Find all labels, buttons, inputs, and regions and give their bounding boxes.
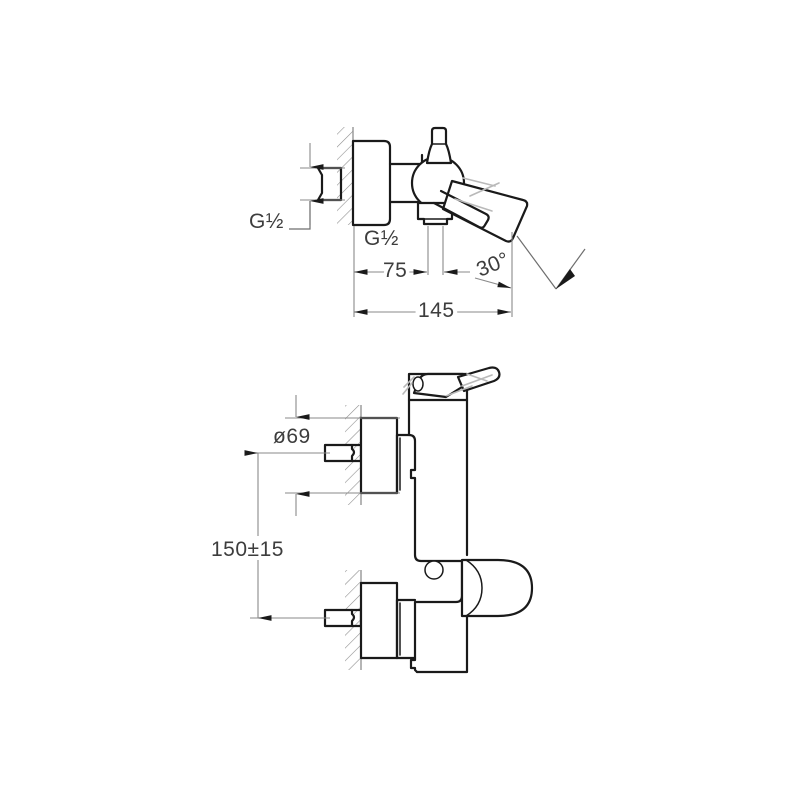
dimension-thread-center: G½ (364, 227, 399, 250)
wall-flange-front-upper (359, 416, 399, 495)
label-dim-145: 145 (418, 299, 455, 322)
label-thread-left: G½ (249, 210, 284, 233)
dimension-150: 150±15 (211, 450, 330, 621)
dimension-angle-30: 30° (473, 235, 586, 290)
mixer-body-front (395, 398, 469, 674)
handle-boss-top (425, 126, 453, 165)
label-dim-75: 75 (383, 259, 407, 282)
front-view-group: ø69 150±15 (211, 366, 534, 674)
label-thread-center: G½ (364, 227, 399, 250)
wall-hatch-top (337, 127, 354, 225)
spout-front (460, 558, 534, 618)
wall-flange-top (351, 139, 392, 227)
dimension-75: 75 (354, 256, 427, 286)
lever-handle-front (402, 366, 501, 402)
spout-plan-top (432, 177, 529, 243)
top-view-group: G½ G½ 75 (249, 126, 586, 326)
dimension-thread-left: G½ (249, 143, 345, 233)
label-angle-30: 30° (473, 248, 512, 282)
dimension-dia-69: ø69 (269, 395, 400, 516)
label-dia-69: ø69 (273, 425, 311, 448)
extension-lines-top (353, 226, 513, 317)
aerator-hole-front (424, 560, 444, 580)
label-dim-150: 150±15 (211, 538, 284, 561)
dimension-145: 145 (354, 295, 511, 326)
wall-flange-front-lower (359, 581, 399, 660)
